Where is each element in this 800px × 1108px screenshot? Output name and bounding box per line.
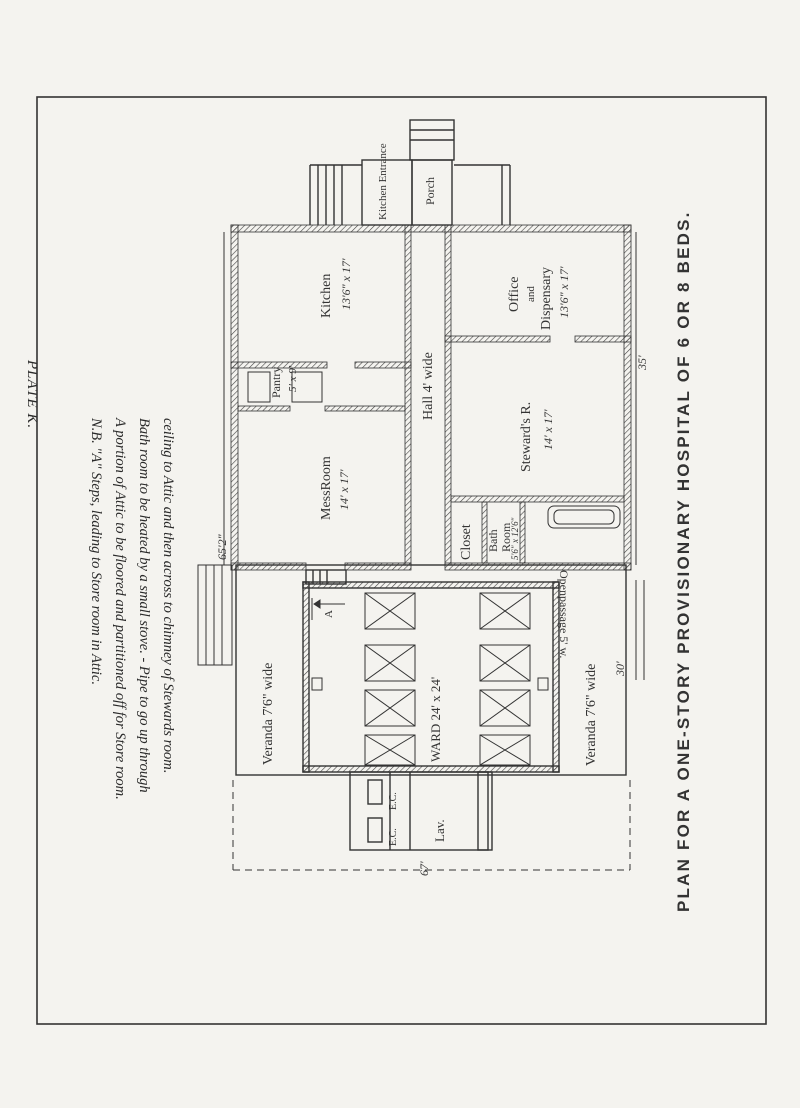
- label-veranda-right: Veranda 7'6" wide: [584, 664, 599, 766]
- dim-65-2: 65'2": [215, 533, 229, 560]
- label-stewards-dim: 14' x 17': [541, 409, 555, 450]
- label-office-2: and: [525, 286, 537, 302]
- label-veranda-left: Veranda 7'6" wide: [261, 663, 276, 765]
- side-steps: [197, 564, 233, 666]
- label-kitchen-entrance: Kitchen Entrance: [377, 143, 389, 220]
- bed: [479, 734, 531, 766]
- bed: [364, 734, 416, 766]
- label-messroom-dim: 14' x 17': [337, 469, 351, 510]
- bed: [364, 592, 416, 630]
- entrance-block: [309, 119, 511, 226]
- label-kitchen: Kitchen: [319, 274, 334, 318]
- plate-border: [36, 96, 767, 1025]
- label-kitchen-dim: 13'6" x 17': [339, 258, 353, 310]
- right-steps: [635, 580, 645, 680]
- room-labels: Kitchen Entrance Porch Kitchen 13'6" x 1…: [261, 143, 599, 846]
- bed: [479, 592, 531, 630]
- label-bath-2: Room: [499, 522, 513, 552]
- label-office-1: Office: [507, 277, 522, 313]
- label-hall: Hall 4' wide: [421, 352, 436, 420]
- label-lav: Lav.: [432, 819, 447, 842]
- label-bath-1: Bath: [486, 529, 500, 552]
- label-ec-2: E.C.: [388, 828, 399, 846]
- label-ward: WARD 24' x 24': [428, 677, 443, 762]
- walls: [230, 224, 632, 571]
- label-messroom: MessRoom: [319, 456, 334, 520]
- label-bath-dim: 5'6" x 12'6": [510, 517, 520, 560]
- label-pantry-dim: 5' x 9': [287, 365, 299, 392]
- pantry-fixtures: [247, 371, 323, 403]
- bed: [364, 644, 416, 682]
- bed: [364, 689, 416, 727]
- label-ec-1: E.C.: [388, 792, 399, 810]
- bed: [479, 644, 531, 682]
- label-openpassage: Openpassage 5' w.: [557, 570, 571, 658]
- dimension-labels: 65'2" 35' 30' 67' A: [215, 355, 649, 876]
- bath-tub: [547, 505, 621, 529]
- lavatory-block: [349, 771, 493, 851]
- label-closet: Closet: [459, 524, 474, 560]
- label-office-3: Dispensary: [539, 267, 554, 330]
- dim-35: 35': [635, 355, 649, 371]
- bed: [479, 689, 531, 727]
- dim-30: 30': [613, 661, 627, 677]
- label-porch: Porch: [423, 177, 437, 205]
- ward-beds: [311, 592, 549, 766]
- label-stewards: Steward's R.: [519, 402, 534, 472]
- dimension-lines: [223, 232, 637, 871]
- label-office-dim: 13'6" x 17': [557, 266, 571, 318]
- label-pantry: Pantry: [269, 367, 283, 398]
- arrow-a-label: A: [323, 610, 335, 618]
- dim-67: 67': [417, 861, 431, 876]
